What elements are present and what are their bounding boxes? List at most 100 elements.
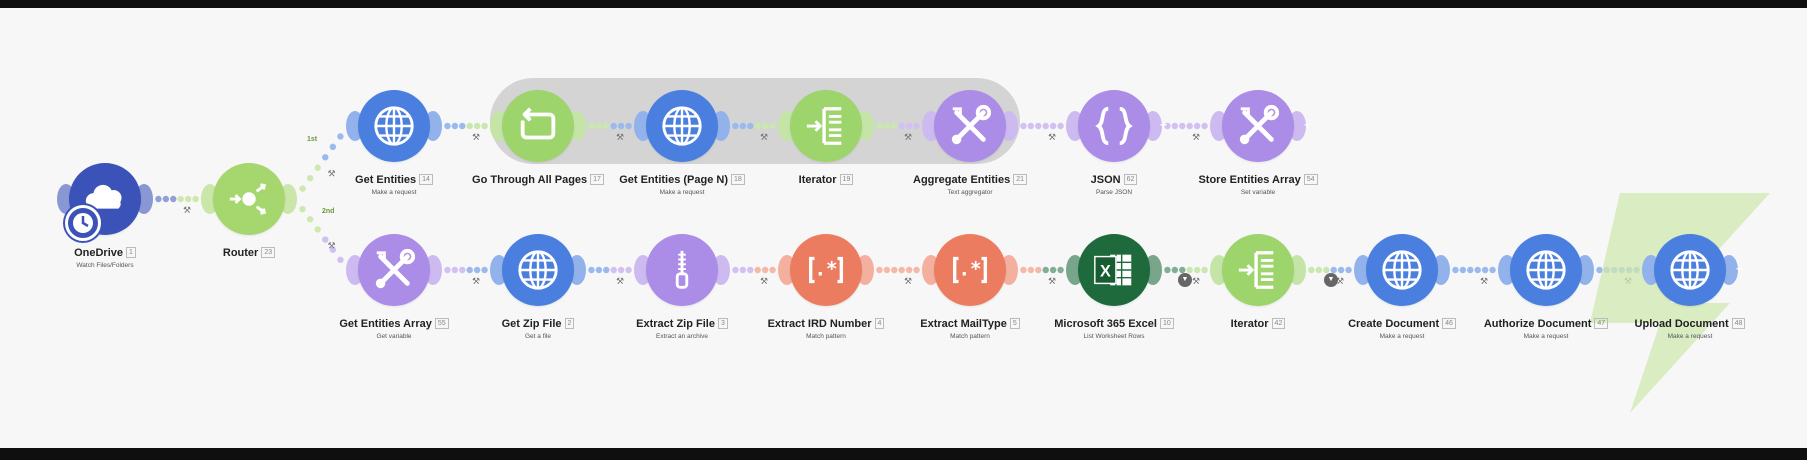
module-circle[interactable] (502, 234, 574, 306)
connection-dot (466, 122, 473, 130)
connection-dot (1035, 122, 1042, 130)
connection-dot (192, 195, 199, 203)
add-module-icon[interactable]: + (1160, 118, 1168, 132)
connection-dot (1049, 266, 1057, 274)
globe-icon (515, 247, 561, 293)
globe-icon (1379, 247, 1425, 293)
module-circle[interactable] (1366, 234, 1438, 306)
module-circle[interactable]: .* (934, 234, 1006, 306)
zip-icon (659, 247, 705, 293)
module-circle[interactable] (213, 163, 285, 235)
wrench-icon[interactable]: ⚒ (1192, 276, 1200, 286)
connection-dot (1164, 122, 1171, 130)
module-circle[interactable] (646, 90, 718, 162)
connection-dot (1193, 266, 1201, 274)
connection-dot (761, 122, 769, 130)
wrench-icon[interactable]: ⚒ (760, 276, 768, 286)
connection-dot (603, 122, 610, 130)
connection-dot (732, 122, 739, 130)
module-name: Aggregate Entities (913, 174, 1011, 186)
wrench-icon[interactable]: ⚒ (616, 132, 624, 142)
connection-dot (891, 266, 898, 274)
module-circle[interactable] (502, 90, 574, 162)
module-circle[interactable] (1222, 90, 1294, 162)
wrench-icon[interactable]: ⚒ (472, 276, 480, 286)
scenario-canvas[interactable]: ⚒⚒⚒⚒⚒⚒⚒⚒⚒⚒⚒⚒⚒⚒⚒⚒⚒⚒ 1st 2nd ▼ ▼ OneDrive1… (0, 8, 1807, 448)
module-name: Get Entities Array (339, 318, 432, 330)
module-circle[interactable]: X (1078, 234, 1150, 306)
module-action: Make a request (1523, 333, 1569, 340)
wrench-icon[interactable]: ⚒ (1048, 132, 1056, 142)
module-circle[interactable]: .* (790, 234, 862, 306)
module-action: Get a file (524, 333, 551, 340)
wrench-icon[interactable]: ⚒ (1336, 276, 1344, 286)
module-circle[interactable] (69, 163, 141, 235)
wrench-icon[interactable]: ⚒ (472, 132, 480, 142)
module-id-badge: 5 (1009, 318, 1020, 329)
json-braces-icon (1091, 103, 1137, 149)
connection-dot (1481, 266, 1489, 274)
connection-dot (898, 122, 905, 130)
add-module-icon[interactable]: + (1304, 118, 1312, 132)
connection-dot (1027, 122, 1035, 130)
connection-dot (754, 122, 761, 130)
connection-dot (905, 122, 913, 130)
module-name: Extract IRD Number (767, 318, 872, 330)
connection-dot (184, 195, 192, 203)
connection-dot (905, 266, 913, 274)
module-circle[interactable] (790, 90, 862, 162)
connection-dot (1345, 266, 1352, 274)
connection-dot (473, 266, 481, 274)
wrench-icon[interactable]: ⚒ (760, 132, 768, 142)
wrench-icon[interactable]: ⚒ (904, 276, 912, 286)
wrench-icon[interactable]: ⚒ (1192, 132, 1200, 142)
filter-icon[interactable]: ▼ (1324, 273, 1338, 287)
module-circle[interactable] (1510, 234, 1582, 306)
module-id-badge: 14 (419, 174, 433, 185)
add-module-icon[interactable]: + (1736, 262, 1744, 276)
module-circle[interactable] (358, 234, 430, 306)
schedule-clock-icon[interactable] (65, 205, 101, 241)
connection-dot (466, 266, 473, 274)
wrench-icon[interactable]: ⚒ (1048, 276, 1056, 286)
connection-dot (170, 195, 177, 203)
wrench-icon[interactable]: ⚒ (328, 169, 336, 179)
module-circle[interactable] (1222, 234, 1294, 306)
filter-icon[interactable]: ▼ (1178, 273, 1192, 287)
connection-dot (481, 122, 488, 130)
module-name: OneDrive (74, 247, 123, 259)
connection-dot (1164, 266, 1171, 274)
connection-dot (1186, 122, 1193, 130)
module-id-badge: 54 (1303, 174, 1318, 185)
connection-dot (322, 236, 329, 243)
repeat-icon (515, 103, 561, 149)
tools-icon (371, 247, 417, 293)
connection-dot (595, 122, 603, 130)
module-circle[interactable] (1078, 90, 1150, 162)
module-circle[interactable] (934, 90, 1006, 162)
wrench-icon[interactable]: ⚒ (183, 205, 191, 215)
connection-dot (329, 143, 337, 151)
connection-dot (588, 266, 595, 274)
connection-dot (595, 266, 603, 274)
wrench-icon[interactable]: ⚒ (1480, 276, 1488, 286)
module-id-badge: 48 (1731, 318, 1746, 329)
module-circle[interactable] (1654, 234, 1726, 306)
router-icon (226, 176, 272, 222)
wrench-icon[interactable]: ⚒ (904, 132, 912, 142)
module-name: Get Zip File (501, 318, 562, 330)
connection-dot (739, 266, 747, 274)
wrench-icon[interactable]: ⚒ (616, 276, 624, 286)
connection-dot (1452, 266, 1459, 274)
module-circle[interactable] (646, 234, 718, 306)
connection-dot (603, 266, 610, 274)
wrench-icon[interactable]: ⚒ (328, 241, 336, 251)
module-circle[interactable] (358, 90, 430, 162)
connection-dot (337, 133, 344, 140)
